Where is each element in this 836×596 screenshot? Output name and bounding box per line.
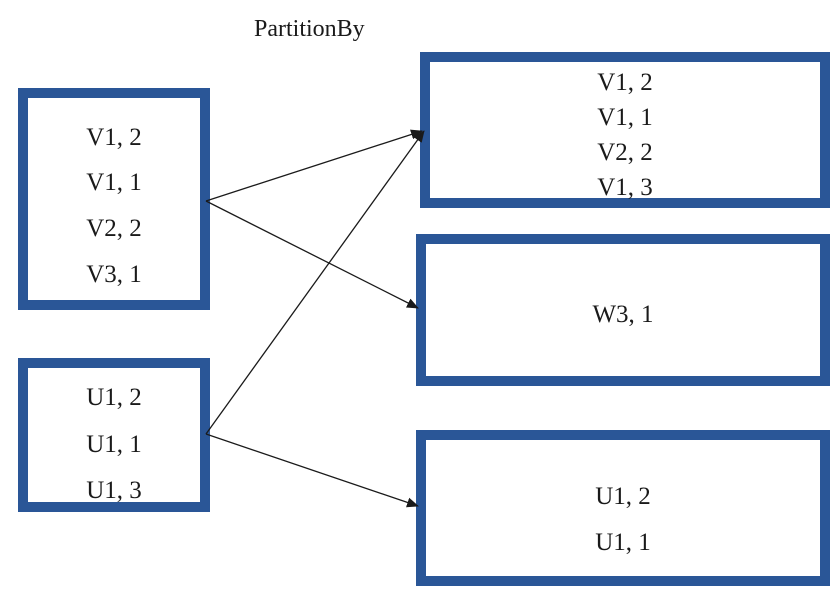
entry: U1, 1 xyxy=(86,431,142,458)
entry: V3, 1 xyxy=(86,261,142,288)
entry: U1, 2 xyxy=(86,384,142,411)
partition-box-2: W3, 1 xyxy=(416,234,830,386)
entry: V1, 1 xyxy=(86,169,142,196)
arrow-u-to-partition-1 xyxy=(205,130,425,435)
arrow-u-to-partition-3 xyxy=(205,433,419,508)
arrow-v-to-partition-1 xyxy=(205,129,423,202)
partition-box-1: V1, 2 V1, 1 V2, 2 V1, 3 xyxy=(420,52,830,208)
input-box-u: U1, 2 U1, 1 U1, 3 xyxy=(18,358,210,512)
diagram-title: PartitionBy xyxy=(254,16,365,42)
entry: V1, 2 xyxy=(86,124,142,151)
entry: V1, 3 xyxy=(597,174,653,201)
partition-box-3: U1, 2 U1, 1 xyxy=(416,430,830,586)
entry: U1, 3 xyxy=(86,477,142,504)
entry: V2, 2 xyxy=(597,139,653,166)
input-box-v: V1, 2 V1, 1 V2, 2 V3, 1 xyxy=(18,88,210,310)
arrow-v-to-partition-2 xyxy=(205,200,419,309)
entry: V1, 2 xyxy=(597,69,653,96)
entry: U1, 1 xyxy=(595,529,651,556)
entry: W3, 1 xyxy=(592,301,654,328)
entry: V2, 2 xyxy=(86,215,142,242)
entry: V1, 1 xyxy=(597,104,653,131)
entry: U1, 2 xyxy=(595,483,651,510)
